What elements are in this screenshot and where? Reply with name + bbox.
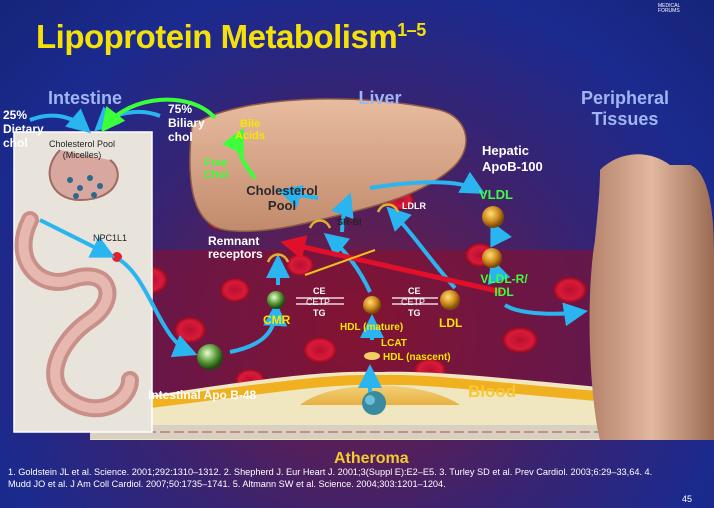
torso-icon [589,154,714,440]
pathway-arrows [29,97,588,392]
label-ce-left: CE [313,286,326,296]
page-number: 45 [681,494,692,504]
label-npc1l1: NPC1L1 [93,233,128,243]
header-liver: Liver [358,88,402,108]
label-ce-right: CE [408,286,421,296]
cetp-exchange-arrows [296,297,438,305]
header-peripheral-tissues: Peripheral Tissues [580,88,670,129]
label-hdl-nascent: HDL (nascent) [383,352,451,363]
label-atheroma: Atheroma [334,450,409,467]
intestine-icon [13,131,153,433]
label-cetp-right: CETP [401,297,426,307]
header-intestine: Intestine [47,88,122,108]
label-lcat: LCAT [381,338,407,349]
label-sr-bi: SR-BI [337,217,362,227]
lipoprotein-particle-icon [197,206,504,370]
label-cetp-left: CETP [306,297,331,307]
label-dietary-chol: 25% Dietary chol [3,108,44,150]
liver-icon [189,98,467,233]
label-ldlr: LDLR [402,201,426,211]
label-vldl-r-idl: VLDL-R/ IDL [480,272,528,299]
inhibition-line [304,249,376,276]
label-biliary-chol: 75% Biliary chol [168,102,205,144]
label-vldl: VLDL [479,187,513,202]
logo: MEDICAL FORUMS [658,3,681,14]
label-bile-acids: Bile Acids [235,118,265,142]
references: 1. Goldstein JL et al. Science. 2001;292… [8,467,653,489]
label-free-chol: Free Chol [203,157,229,181]
label-liver-cholesterol-pool: Cholesterol Pool [246,183,318,213]
label-remnant-receptors: Remnant receptors [208,234,263,261]
label-hdl-mature: HDL (mature) [340,322,404,333]
label-tg-right: TG [408,308,421,318]
label-cmr: CMR [263,313,291,327]
label-cholesterol-pool-micelles: Cholesterol Pool (Micelles) [48,139,116,160]
label-blood: Blood [468,382,517,401]
label-ldl: LDL [439,316,463,330]
remnant-uptake-arrow [280,235,503,295]
label-intestinal-apob48: Intestinal Apo B-48 [148,388,257,402]
slide-title: Lipoprotein Metabolism1–5 [36,18,426,55]
receptor-icon [266,203,400,263]
label-tg-left: TG [313,308,326,318]
foam-cell-icon [362,391,386,415]
label-hepatic-apob100: Hepatic ApoB-100 [482,143,543,174]
